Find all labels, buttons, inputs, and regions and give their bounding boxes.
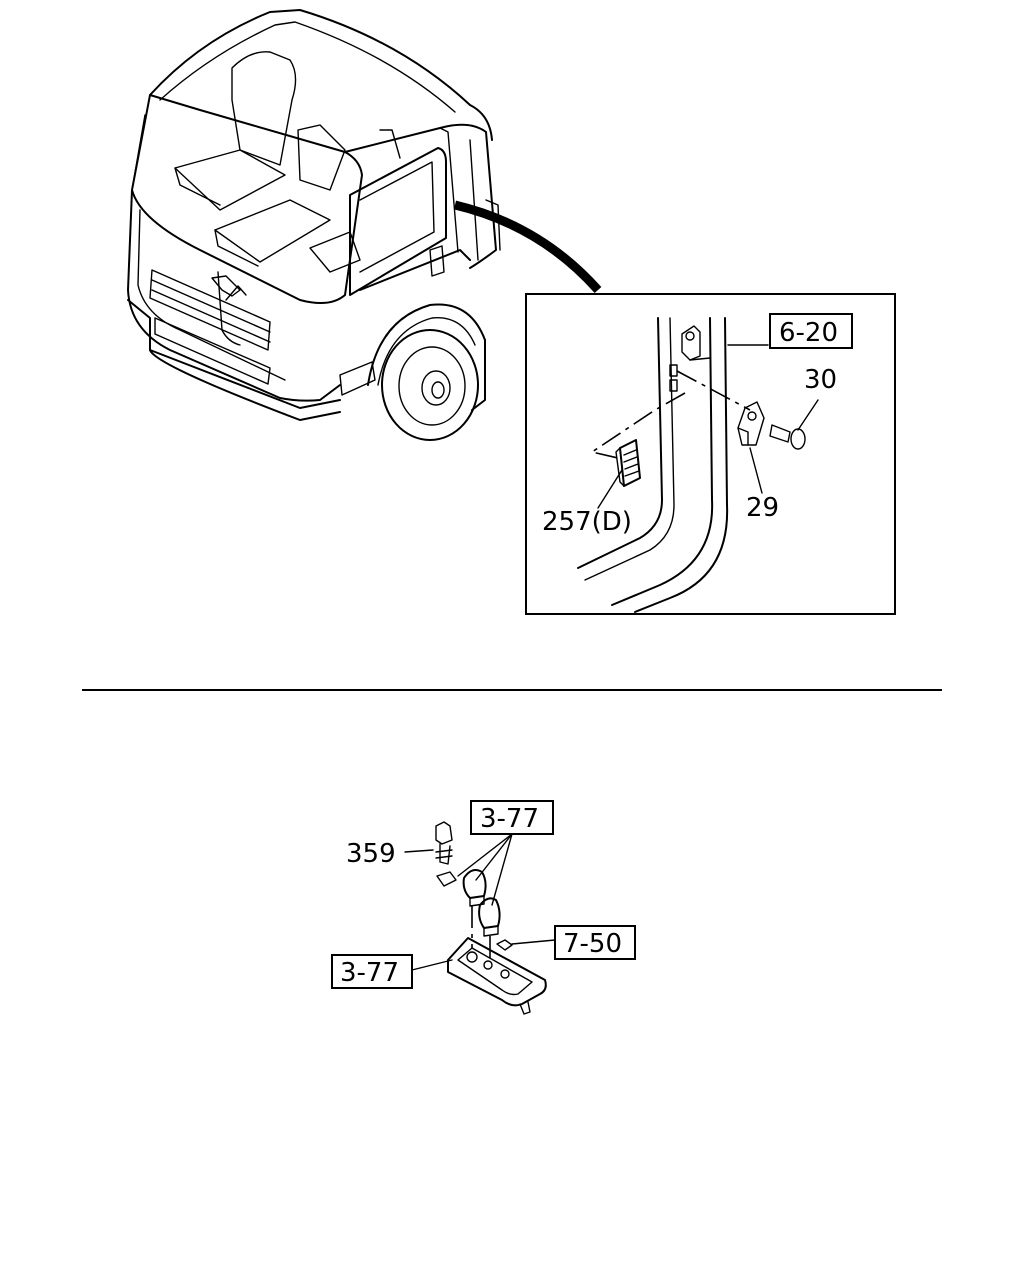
leader-7-50 — [511, 939, 556, 945]
ref-box-7-50 — [554, 925, 636, 960]
ref-box-3-77-top — [470, 800, 554, 835]
ref-6-20-label: 6-20 — [779, 318, 838, 348]
door-pillar-detail — [577, 317, 806, 613]
ref-7-50-label: 7-50 — [563, 929, 622, 959]
ref-3-77-top-label: 3-77 — [480, 804, 539, 834]
part-30-label: 30 — [804, 365, 837, 395]
leader-3-77-b — [475, 833, 513, 881]
ref-3-77-left-label: 3-77 — [340, 958, 399, 988]
part-257-label: 257(D) — [542, 507, 632, 537]
leader-3-77-c — [491, 833, 513, 906]
detail-leader-arc — [453, 200, 602, 293]
leader-257 — [597, 469, 623, 509]
lamp-assembly — [435, 821, 547, 1015]
leader-359 — [404, 849, 434, 853]
truck-cab-illustration — [127, 9, 501, 441]
detail-frame — [525, 293, 896, 615]
ref-box-6-20 — [769, 313, 853, 349]
leader-30 — [797, 399, 819, 431]
part-359-label: 359 — [346, 839, 396, 869]
leader-29 — [749, 447, 763, 494]
leader-3-77-a — [457, 833, 513, 877]
part-29-label: 29 — [746, 493, 779, 523]
leader-3-77-left — [411, 959, 453, 971]
ref-box-3-77-left — [331, 954, 413, 989]
